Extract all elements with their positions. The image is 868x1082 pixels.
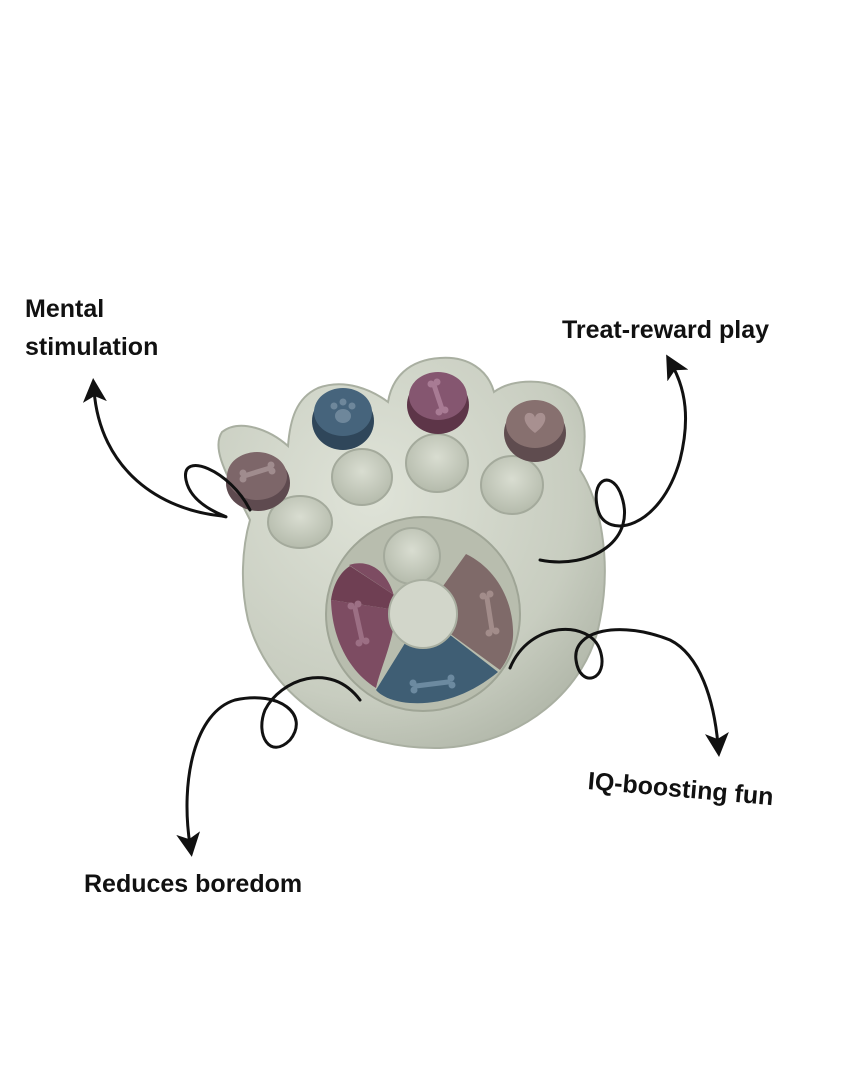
label-mental-line2: stimulation [25,333,159,361]
hole-3 [405,433,469,493]
label-reduces-boredom: Reduces boredom [84,870,303,898]
cap-heart [504,400,566,462]
finger-holes [267,433,544,549]
arrow-reduces-boredom [176,676,362,857]
cap-paw-blue [312,388,374,450]
cap-bone-1 [226,452,290,511]
finger-caps [226,372,566,511]
dial-hub [388,579,458,649]
dial-segment-mauve [423,554,514,670]
hole-1 [267,495,333,549]
label-treat-reward-play: Treat-reward play [562,316,770,344]
arrow-mental-stimulation [82,378,252,519]
dial-segment-blue [376,614,498,704]
cap-bone-plum [407,372,469,434]
dial-open-hole [383,527,441,585]
central-dial [325,516,521,712]
arrow-iq-boosting [508,627,729,757]
callout-arrows [82,354,729,857]
puzzle-toy [217,356,606,750]
hole-2 [331,448,393,506]
hole-4 [480,455,544,515]
label-mental-stimulation: Mental stimulation [25,290,158,366]
label-mental-line1: Mental [25,295,105,323]
arrow-treat-reward [538,354,689,564]
